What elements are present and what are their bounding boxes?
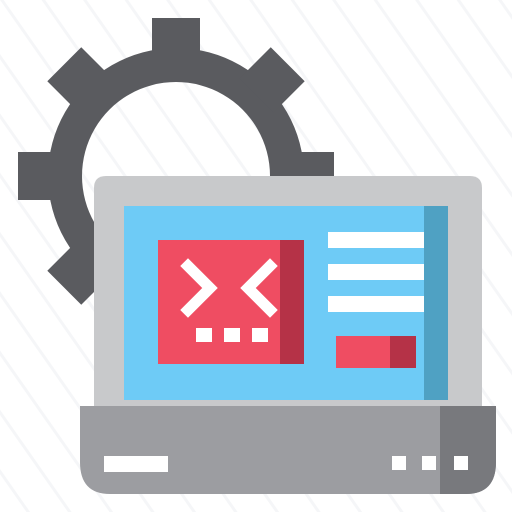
action-bar-icon (336, 336, 416, 368)
code-brackets-icon (180, 258, 278, 318)
terminal-error-panel-icon (158, 240, 304, 364)
ellipsis-dots-icon (196, 328, 268, 342)
text-lines-icon (328, 232, 424, 312)
status-dots-icon (104, 456, 468, 472)
